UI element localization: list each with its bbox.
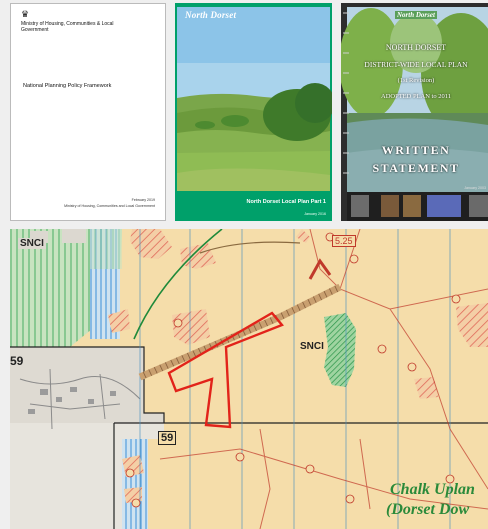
snci-label-center: SNCI [300,341,324,352]
ws-line-1: NORTH DORSET [385,43,447,52]
written-statement-logo: North Dorset [395,11,437,19]
local-plan-date: January 2016 [304,212,326,216]
policy-59-label-bottom: 59 [158,431,177,445]
chalk-uplands-line2: (Dorset Dow [386,501,470,518]
nppf-title: National Planning Policy Framework [23,83,112,89]
local-plan-photo [175,3,332,221]
ws-title-statement: STATEMENT [372,161,460,175]
nppf-date: February 2019 [131,198,155,202]
ws-line-4: ADOPTED PLAN to 2011 [381,93,451,100]
snci-label-left: SNCI [18,238,46,249]
royal-crest-icon: ♛ [21,9,30,19]
ref-525-label: 5.25 [332,235,356,247]
local-plan-brand: North Dorset [185,10,237,20]
proposals-map: SNCI SNCI 59 59 5.25 Chalk Uplan (Dorset… [10,229,488,529]
nppf-org: Ministry of Housing, Communities & Local… [21,21,114,33]
chalk-uplands-line1: Chalk Uplan [390,481,475,498]
local-plan-title: North Dorset Local Plan Part 1 [246,199,326,205]
nppf-cover: ♛ Ministry of Housing, Communities & Loc… [10,3,166,221]
ws-line-3: (1st Revision) [397,77,435,84]
written-statement-photo [341,3,488,221]
ws-date: January 2003 [464,186,486,190]
local-plan-cover: North Dorset North Dorset Local Plan Par… [175,3,332,221]
nppf-publisher: Ministry of Housing, Communities and Loc… [64,204,155,208]
map-canvas [10,229,488,529]
ws-line-2: DISTRICT-WIDE LOCAL PLAN [364,60,468,69]
ws-title-written: WRITTEN [381,143,451,157]
policy-59-label-top: 59 [10,354,24,368]
written-statement-cover: North Dorset NORTH DORSET DISTRICT-WIDE … [341,3,488,221]
